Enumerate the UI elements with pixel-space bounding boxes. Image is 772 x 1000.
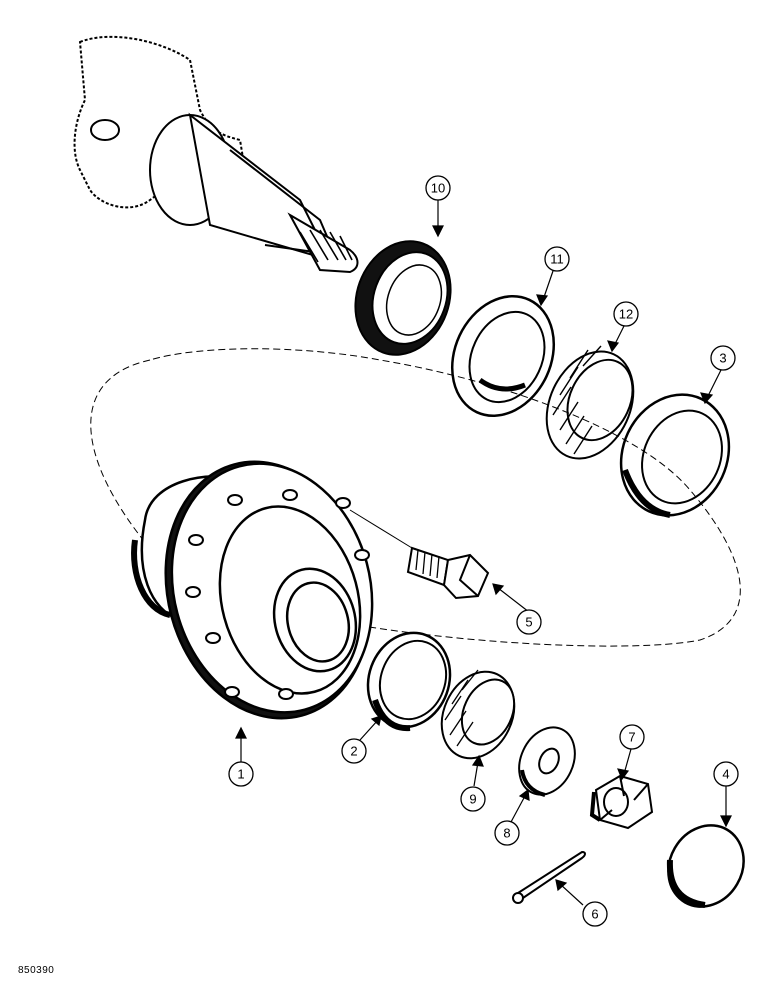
callout-5-label: 5 xyxy=(525,615,532,630)
callout-2-label: 2 xyxy=(350,744,357,759)
grease-seal-10 xyxy=(354,240,452,356)
callout-10: 10 xyxy=(425,175,451,201)
cotter-pin-6 xyxy=(512,850,586,904)
callout-3-label: 3 xyxy=(719,351,726,366)
callout-1: 1 xyxy=(228,761,254,787)
callout-2: 2 xyxy=(341,738,367,764)
bearing-cone-9 xyxy=(440,669,516,760)
callout-9-label: 9 xyxy=(469,792,476,807)
callout-3: 3 xyxy=(710,345,736,371)
washer-8 xyxy=(518,726,576,797)
callout-1-label: 1 xyxy=(237,767,244,782)
spindle-knuckle xyxy=(73,35,359,274)
callout-12: 12 xyxy=(613,301,639,327)
callout-9: 9 xyxy=(460,786,486,812)
callout-4-label: 4 xyxy=(722,767,729,782)
bearing-cone-12 xyxy=(545,345,635,460)
callout-11-label: 11 xyxy=(550,252,564,267)
castle-nut-7 xyxy=(589,774,654,830)
callout-8-label: 8 xyxy=(503,826,510,841)
stud-guide-line xyxy=(349,509,413,549)
callout-4: 4 xyxy=(713,761,739,787)
assembly-loop-line xyxy=(90,348,741,647)
callout-6: 6 xyxy=(582,901,608,927)
wheel-stud-5 xyxy=(406,546,490,600)
callout-10-label: 10 xyxy=(431,181,445,196)
callout-12-label: 12 xyxy=(619,307,633,322)
callout-8: 8 xyxy=(494,820,520,846)
dust-cap-4 xyxy=(666,824,745,908)
callout-11: 11 xyxy=(544,246,570,272)
bearing-cup-3 xyxy=(619,393,731,518)
callout-6-label: 6 xyxy=(591,907,598,922)
wheel-hub-1 xyxy=(131,460,374,720)
bearing-cup-11 xyxy=(450,295,556,417)
callout-7: 7 xyxy=(619,724,645,750)
bearing-cup-2 xyxy=(366,631,452,732)
figure-id-label: 850390 xyxy=(18,965,55,976)
callout-5: 5 xyxy=(516,609,542,635)
leader-lines xyxy=(235,200,732,906)
callout-7-label: 7 xyxy=(628,730,635,745)
